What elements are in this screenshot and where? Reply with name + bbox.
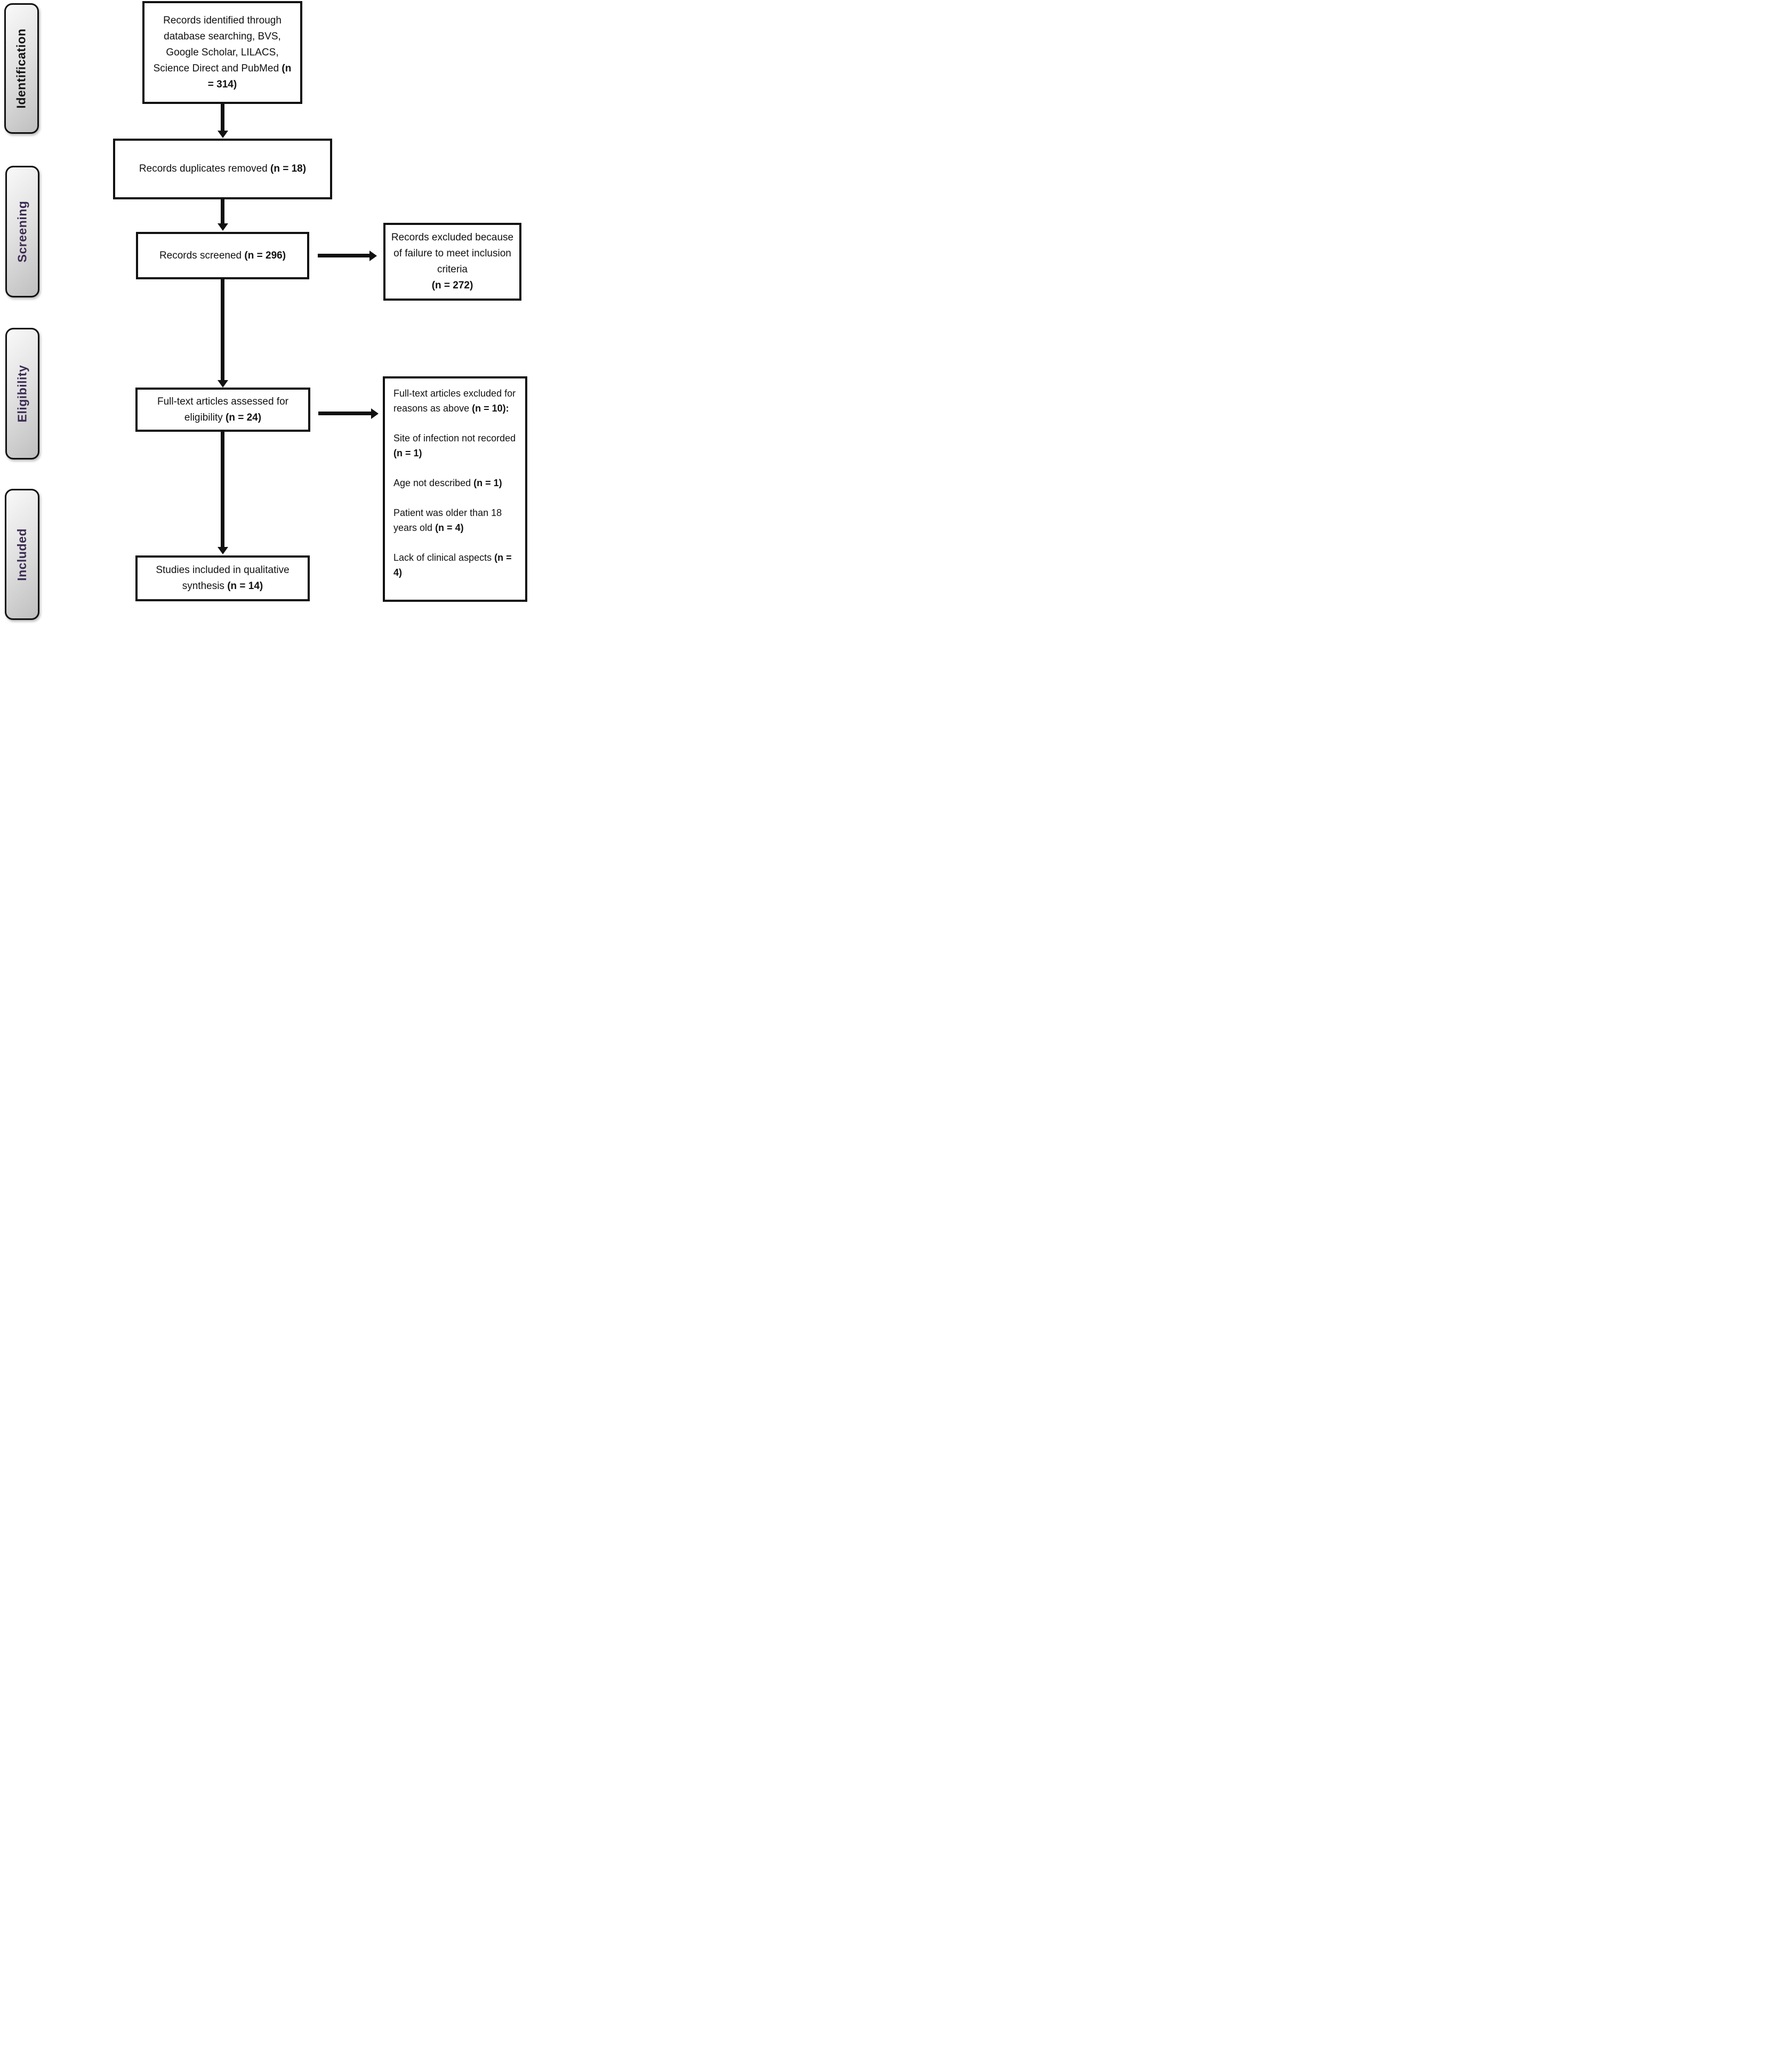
n-duplicates: (n = 18) (270, 163, 307, 174)
stage-pill-included: Included (5, 489, 39, 620)
stage-label-identification: Identification (14, 28, 28, 109)
n-included: (n = 14) (227, 581, 263, 592)
box-records-screened: Records screened (n = 296) (136, 232, 309, 279)
arrow-identified-to-duplicates (221, 104, 224, 131)
box-duplicates-removed-text: Records duplicates removed (n = 18) (139, 163, 307, 174)
prisma-flow-diagram: Identification Screening Eligibility Inc… (0, 0, 533, 622)
arrow-fulltext-to-excluded (318, 412, 371, 415)
box-fulltext-excluded: Full-text articles excluded for reasons … (383, 376, 527, 602)
box-studies-included-text: Studies included in qualitative synthesi… (156, 565, 290, 592)
n-identified: (n = 314) (207, 62, 292, 90)
exclusion-reason: Age not described (n = 1) (393, 478, 502, 488)
n-records-excluded: (n = 272) (431, 280, 473, 291)
stage-pill-eligibility: Eligibility (5, 328, 39, 459)
box-fulltext-assessed: Full-text articles assessed for eligibil… (135, 388, 310, 432)
box-duplicates-removed: Records duplicates removed (n = 18) (113, 139, 332, 199)
exclusion-reason: Site of infection not recorded (n = 1) (393, 433, 516, 458)
fulltext-excluded-heading: Full-text articles excluded for reasons … (393, 388, 516, 414)
box-records-excluded-text: Records excluded because of failure to m… (391, 232, 514, 275)
arrow-screened-to-fulltext (221, 279, 224, 380)
arrow-duplicates-to-screened (221, 199, 224, 223)
stage-label-screening: Screening (15, 200, 29, 263)
arrow-screened-to-excluded (318, 254, 369, 257)
box-records-identified-text: Records identified through database sear… (153, 14, 292, 90)
box-records-excluded: Records excluded because of failure to m… (383, 223, 521, 301)
stage-label-eligibility: Eligibility (15, 365, 29, 423)
arrow-fulltext-to-included (221, 432, 224, 547)
n-screened: (n = 296) (244, 249, 286, 261)
box-studies-included: Studies included in qualitative synthesi… (135, 555, 310, 601)
n-fulltext-assessed: (n = 24) (226, 412, 262, 423)
box-records-screened-text: Records screened (n = 296) (159, 249, 286, 261)
stage-label-included: Included (15, 528, 29, 581)
exclusion-reason: Patient was older than 18 years old (n =… (393, 507, 502, 533)
stage-pill-identification: Identification (4, 3, 39, 134)
exclusion-reason: Lack of clinical aspects (n = 4) (393, 552, 512, 578)
box-records-identified: Records identified through database sear… (142, 1, 302, 104)
stage-pill-screening: Screening (5, 166, 39, 297)
box-fulltext-assessed-text: Full-text articles assessed for eligibil… (157, 396, 289, 423)
